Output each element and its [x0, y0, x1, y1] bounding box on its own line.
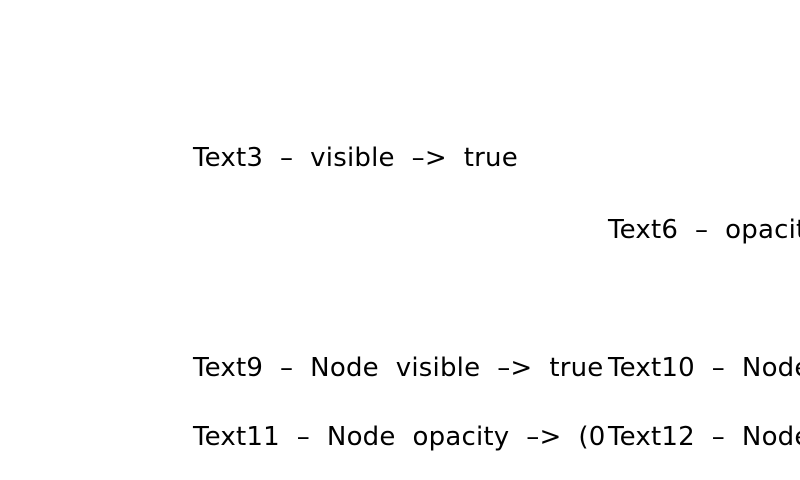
- label-text9: Text9 – Node visible –> true: [193, 353, 604, 383]
- label-text6: Text6 – opacity –> 1.0: [608, 215, 800, 245]
- label-text10: Text10 – Node visible –> true: [608, 353, 800, 383]
- label-text3: Text3 – visible –> true: [193, 143, 518, 173]
- label-text11: Text11 – Node opacity –> (0.0): [193, 422, 642, 452]
- label-text12: Text12 – Node opacity –> (0.0): [608, 422, 800, 452]
